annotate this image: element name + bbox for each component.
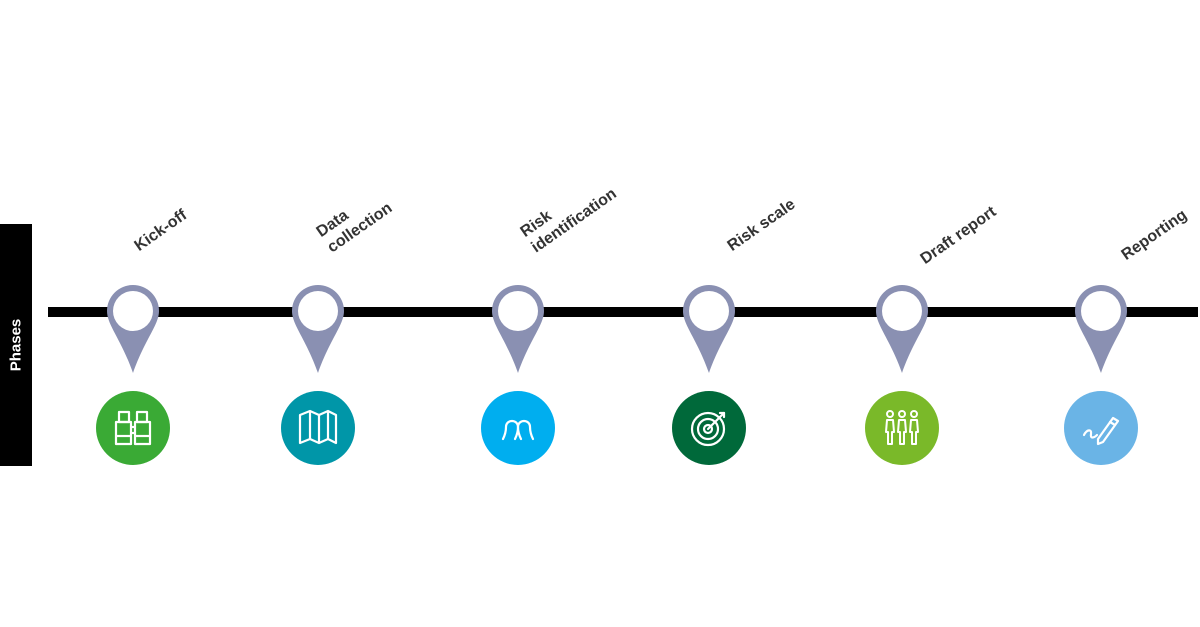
phase-icon-circle: [865, 391, 939, 465]
pen-icon: [1082, 416, 1120, 446]
location-pin-icon: [292, 285, 344, 373]
people-icon: [501, 419, 535, 441]
phase-label: Reporting: [1118, 206, 1191, 264]
phase-label: Draft report: [917, 203, 1000, 268]
phases-sidebar: [0, 224, 32, 466]
location-pin-icon: [683, 285, 735, 373]
phase-icon-circle: [1064, 391, 1138, 465]
phase-icon-circle: [281, 391, 355, 465]
phase-icon-circle: [481, 391, 555, 465]
binoculars-icon: [114, 410, 152, 446]
phase-label: Risk scale: [724, 195, 799, 255]
team-icon: [885, 410, 919, 445]
phase-label: Kick-off: [131, 206, 191, 255]
map-icon: [298, 409, 338, 445]
location-pin-icon: [876, 285, 928, 373]
timeline-line: [48, 307, 1198, 317]
location-pin-icon: [107, 285, 159, 373]
location-pin-icon: [492, 285, 544, 373]
target-icon: [690, 411, 726, 447]
phase-icon-circle: [96, 391, 170, 465]
phase-icon-circle: [672, 391, 746, 465]
location-pin-icon: [1075, 285, 1127, 373]
phases-label: Phases: [7, 318, 25, 372]
